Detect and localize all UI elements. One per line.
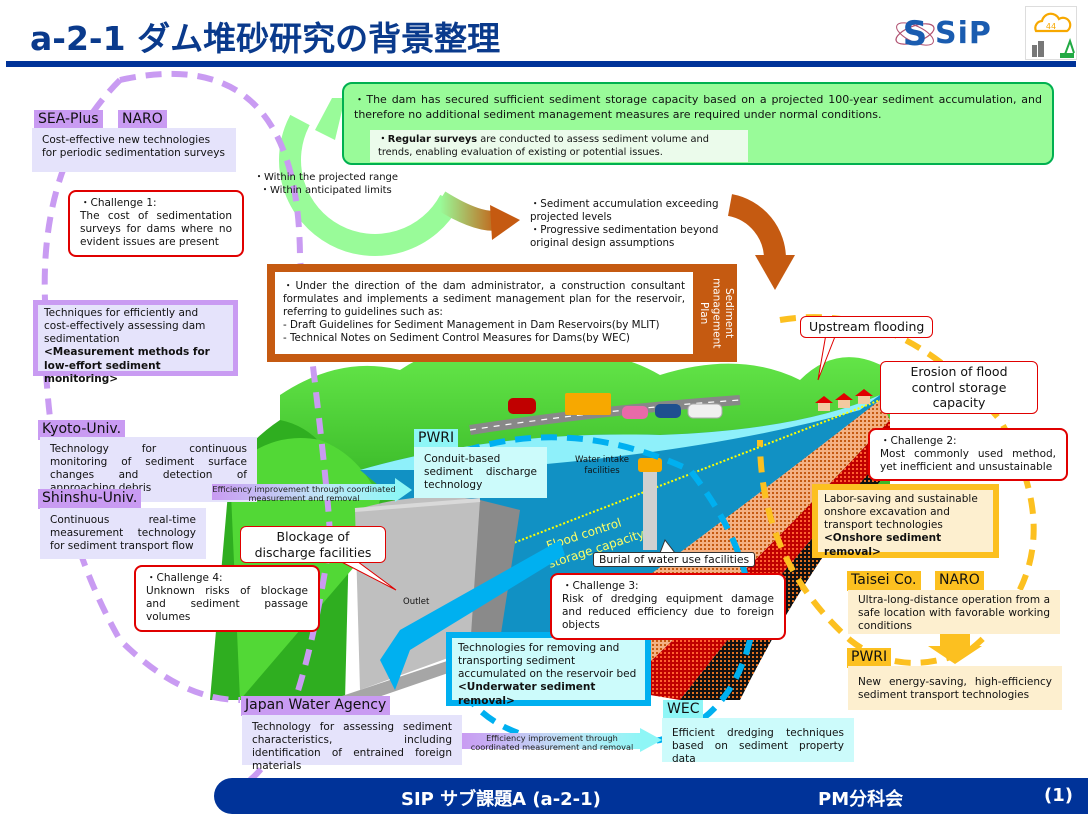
footer-meeting: PM分科会	[818, 789, 904, 810]
challenge-1-text: The cost of sedimentation surveys for da…	[80, 210, 232, 249]
exceeding-line-2: ・Progressive sedimentation beyond origin…	[530, 223, 719, 249]
underwater-category: Technologies for removing and transporti…	[446, 632, 651, 707]
challenge-1: ・Challenge 1: The cost of sedimentation …	[68, 190, 244, 257]
challenge-4: ・Challenge 4: Unknown risks of blockage …	[134, 565, 320, 632]
regular-survey-bold: ・Regular surveys	[378, 134, 478, 145]
sip-logo: S SiP	[893, 12, 1021, 56]
org-tag-pwri-onshore: PWRI	[847, 648, 892, 668]
within-range-line-2: ・Within anticipated limits	[260, 184, 392, 196]
onshore-category-inner: Labor-saving and sustainable onshore exc…	[818, 490, 993, 558]
burial-callout: Burial of water use facilities	[593, 552, 756, 568]
exceeding-line-1: ・Sediment accumulation exceeding project…	[530, 198, 719, 223]
plan-side-label: Sediment management Plan	[697, 277, 735, 349]
exceeding-label: ・Sediment accumulation exceeding project…	[530, 198, 720, 249]
upstream-flooding-callout: Upstream flooding	[800, 316, 934, 338]
footer-bar: SIP サブ課題A (a-2-1) PM分科会 (1)	[214, 778, 1088, 814]
org-tag-wec: WEC	[663, 700, 704, 720]
measurement-category-text: Techniques for efficiently and cost-effe…	[44, 307, 206, 346]
underwater-category-title: <Underwater sediment removal>	[458, 681, 596, 707]
title-underline	[6, 61, 1076, 67]
org-tag-pwri-conduit: PWRI	[414, 429, 459, 449]
plan-intro: ・Under the direction of the dam administ…	[283, 280, 685, 319]
org-tag-taisei: Taisei Co.	[847, 571, 921, 591]
sediment-management-plan-panel: ・Under the direction of the dam administ…	[267, 264, 737, 362]
org-tag-naro: NARO	[118, 110, 167, 130]
org-tag-kyoto-univ: Kyoto-Univ.	[38, 420, 126, 440]
erosion-callout: Erosion of flood control storage capacit…	[880, 361, 1038, 414]
svg-text:S: S	[903, 14, 928, 54]
smart-infrastructure-icon: 44	[1025, 6, 1077, 60]
measurement-category: Techniques for efficiently and cost-effe…	[33, 300, 238, 385]
regular-survey-note: ・Regular surveys are conducted to assess…	[370, 130, 748, 163]
cycle-green-arrow	[279, 98, 460, 256]
energy-saving-transport-tech: New energy-saving, high-efficiency sedim…	[848, 666, 1062, 710]
challenge-2-text: Most commonly used method, yet inefficie…	[880, 448, 1056, 474]
plan-item: - Draft Guidelines for Sediment Manageme…	[283, 319, 660, 332]
blockage-callout: Blockage of discharge facilities	[240, 526, 386, 564]
efficiency-flow-arrow-lower: Efficiency improvement through coordinat…	[462, 733, 642, 752]
within-range-line-1: ・Within the projected range	[254, 172, 399, 183]
regular-survey-text: are conducted to assess sediment volume …	[378, 134, 709, 159]
challenge-1-title: ・Challenge 1:	[80, 197, 157, 209]
footer-page-number: (1)	[1044, 785, 1073, 806]
challenge-4-text: Unknown risks of blockage and sediment p…	[146, 585, 308, 624]
measurement-category-title: <Measurement methods for low-effort sedi…	[44, 346, 210, 385]
shinshu-tech: Continuous real-time measurement technol…	[40, 508, 206, 560]
page-title: a-2-1 ダム堆砂研究の背景整理	[30, 19, 501, 58]
measurement-category-inner: Techniques for efficiently and cost-effe…	[38, 305, 233, 385]
onshore-down-arrow	[928, 634, 982, 664]
challenge-3: ・Challenge 3: Risk of dredging equipment…	[550, 573, 786, 640]
challenge-3-text: Risk of dredging equipment damage and re…	[562, 593, 774, 632]
org-tag-sea-plus: SEA-Plus	[34, 110, 103, 130]
normal-condition-text: ・The dam has secured sufficient sediment…	[354, 93, 1042, 122]
onshore-category-title: <Onshore sediment removal>	[824, 532, 942, 558]
underwater-category-text: Technologies for removing and transporti…	[458, 642, 637, 681]
normal-condition-panel: ・The dam has secured sufficient sediment…	[342, 82, 1054, 165]
jwa-tech: Technology for assessing sediment charac…	[242, 715, 462, 772]
outlet-label: Outlet	[403, 597, 430, 607]
onshore-category-text: Labor-saving and sustainable onshore exc…	[824, 493, 978, 532]
conduit-discharge-tech: Conduit-based sediment discharge technol…	[414, 447, 547, 499]
plan-item: - Technical Notes on Sediment Control Me…	[283, 332, 630, 345]
underwater-category-inner: Technologies for removing and transporti…	[452, 638, 645, 707]
org-tag-japan-water-agency: Japan Water Agency	[241, 696, 391, 716]
svg-text:44: 44	[1046, 22, 1056, 31]
efficiency-flow-arrow-upper: Efficiency improvement through coordinat…	[212, 484, 396, 504]
cycle-transition-arrow	[434, 191, 520, 240]
onshore-category: Labor-saving and sustainable onshore exc…	[812, 484, 999, 558]
remote-operation-tech: Ultra-long-distance operation from a saf…	[848, 590, 1060, 634]
sip-logo-text: SiP	[935, 16, 992, 51]
org-tag-naro-onshore: NARO	[935, 571, 984, 591]
sip-orbit-icon: S	[895, 14, 935, 54]
dredging-tech: Efficient dredging techniques based on s…	[662, 718, 854, 765]
challenge-2-title: ・Challenge 2:	[880, 435, 957, 447]
footer-project: SIP サブ課題A (a-2-1)	[401, 789, 601, 810]
periodic-survey-tech: Cost-effective new technologies for peri…	[32, 128, 236, 172]
challenge-4-title: ・Challenge 4:	[146, 572, 223, 584]
cycle-orange-arrow	[727, 194, 795, 290]
challenge-2: ・Challenge 2: Most commonly used method,…	[868, 428, 1068, 482]
water-intake-label: Water intake facilities	[575, 455, 629, 476]
within-range-label: ・Within the projected range ・Within anti…	[254, 172, 398, 197]
plan-description: ・Under the direction of the dam administ…	[275, 272, 693, 354]
org-tag-shinshu-univ: Shinshu-Univ.	[38, 489, 142, 509]
challenge-3-title: ・Challenge 3:	[562, 580, 639, 592]
